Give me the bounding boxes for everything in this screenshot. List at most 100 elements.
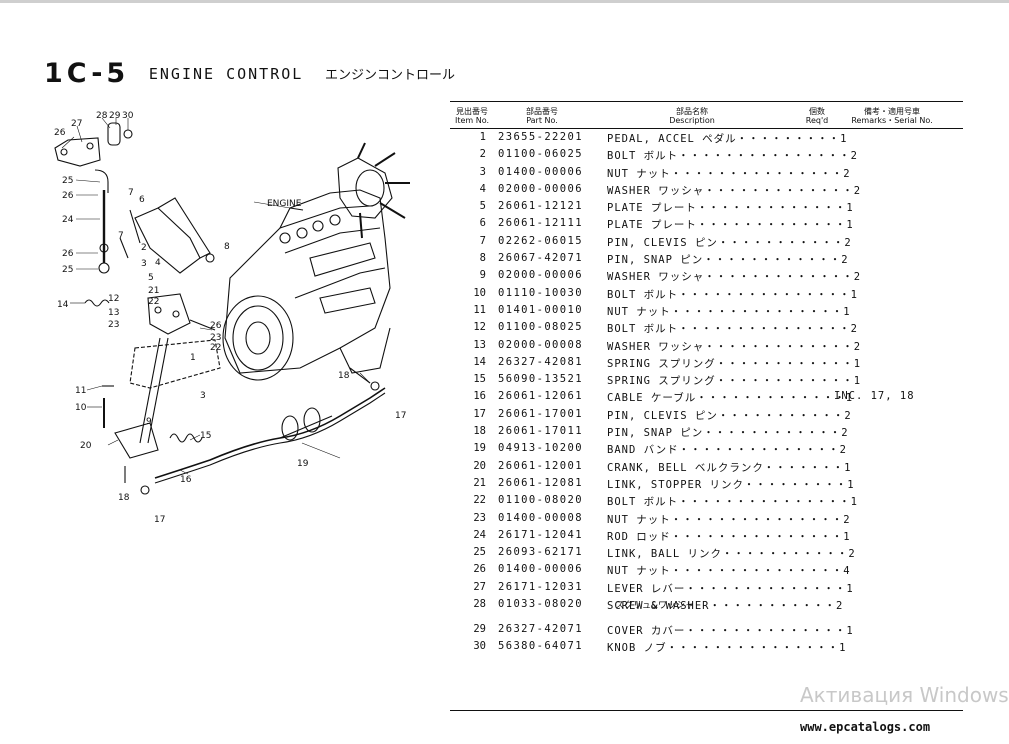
description: BOLT ボルト・・・・・・・・・・・・・・・1 bbox=[607, 288, 858, 301]
item-no: 15 bbox=[473, 373, 486, 386]
callout: 7 bbox=[118, 231, 124, 241]
callout: 29 bbox=[109, 111, 121, 121]
callout: 17 bbox=[154, 515, 165, 525]
remarks: INC. 17, 18 bbox=[834, 390, 915, 403]
item-no: 20 bbox=[473, 459, 486, 472]
item-no: 8 bbox=[479, 252, 486, 265]
header-item: 見出番号 Item No. bbox=[452, 107, 492, 125]
header-part: 部品番号 Part No. bbox=[512, 107, 572, 125]
callout: 10 bbox=[75, 403, 87, 413]
callout: 11 bbox=[75, 386, 86, 396]
callout: 27 bbox=[71, 119, 82, 129]
callout: 12 bbox=[108, 294, 119, 304]
description: PIN, CLEVIS ピン・・・・・・・・・・・2 bbox=[607, 236, 852, 249]
section-name-jp: エンジンコントロール bbox=[324, 68, 455, 83]
part-no: 26327-42071 bbox=[498, 623, 583, 636]
callout: 22 bbox=[148, 297, 159, 307]
item-no: 4 bbox=[479, 182, 486, 195]
callout: 25 bbox=[62, 265, 73, 275]
callout: 18 bbox=[118, 493, 130, 503]
item-no: 19 bbox=[473, 442, 486, 455]
callout: 3 bbox=[141, 259, 147, 269]
callout: 17 bbox=[395, 411, 406, 421]
description: CRANK, BELL ベルクランク・・・・・・・1 bbox=[607, 461, 852, 474]
callout: 14 bbox=[57, 300, 69, 310]
callout: 22 bbox=[210, 343, 221, 353]
part-no: 26067-42071 bbox=[498, 252, 583, 265]
item-no: 30 bbox=[473, 640, 486, 653]
description: PEDAL, ACCEL ペダル・・・・・・・・・1 bbox=[607, 133, 848, 145]
exploded-diagram: ENGINE 26 27 28 29 30 25 26 24 7 6 7 2 3… bbox=[54, 111, 410, 525]
part-no: 26061-12081 bbox=[498, 476, 583, 489]
description: SPRING スプリング・・・・・・・・・・・・1 bbox=[607, 375, 862, 388]
part-no: 02000-00008 bbox=[498, 338, 583, 351]
callout: 26 bbox=[62, 191, 74, 201]
item-no: 12 bbox=[473, 321, 486, 334]
activation-watermark: Активация Windows bbox=[800, 683, 1009, 707]
callout: 30 bbox=[122, 111, 134, 121]
callout: 3 bbox=[200, 391, 206, 401]
callout: 7 bbox=[128, 188, 134, 198]
description-sub: スクリュ&ワッシャ bbox=[615, 601, 695, 612]
item-no: 26 bbox=[473, 563, 486, 576]
header-item-en: Item No. bbox=[454, 116, 490, 125]
header-item-jp: 見出番号 bbox=[456, 107, 488, 116]
item-no: 22 bbox=[473, 494, 486, 507]
description: LEVER レバー・・・・・・・・・・・・・・1 bbox=[607, 582, 854, 595]
item-no: 21 bbox=[473, 476, 486, 489]
header-remarks-en: Remarks・Serial No. bbox=[851, 116, 933, 125]
engine-label: ENGINE bbox=[267, 199, 302, 209]
item-no: 10 bbox=[473, 286, 486, 299]
description: SPRING スプリング・・・・・・・・・・・・1 bbox=[607, 357, 862, 370]
item-no: 18 bbox=[473, 425, 486, 438]
part-no: 26327-42081 bbox=[498, 355, 583, 368]
item-no: 23 bbox=[473, 511, 486, 524]
website-link[interactable]: www.epcatalogs.com bbox=[800, 720, 931, 734]
callout: 16 bbox=[180, 475, 192, 485]
callout: 15 bbox=[200, 431, 211, 441]
item-no: 25 bbox=[473, 546, 486, 559]
header-req-jp: 個数 bbox=[809, 107, 825, 116]
header-req-en: Req'd bbox=[805, 116, 829, 125]
item-no: 24 bbox=[473, 528, 486, 541]
top-border bbox=[0, 0, 1009, 3]
header-req: 個数 Req'd bbox=[802, 107, 832, 125]
table-top-rule bbox=[450, 101, 963, 102]
part-no: 56380-64071 bbox=[498, 640, 583, 653]
item-no: 2 bbox=[479, 148, 486, 161]
callout: 25 bbox=[62, 176, 73, 186]
header-desc-en: Description bbox=[669, 116, 715, 125]
header-remarks: 備考・適用号車 Remarks・Serial No. bbox=[848, 107, 936, 125]
part-no: 01033-08020 bbox=[498, 598, 583, 611]
header-part-jp: 部品番号 bbox=[526, 107, 558, 116]
item-no: 9 bbox=[479, 269, 486, 282]
part-no: 26061-12111 bbox=[498, 217, 583, 230]
part-no: 26171-12031 bbox=[498, 580, 583, 593]
part-no: 26171-12041 bbox=[498, 528, 583, 541]
description: WASHER ワッシャ・・・・・・・・・・・・・2 bbox=[607, 340, 862, 353]
part-no: 02000-00006 bbox=[498, 269, 583, 282]
callout: 21 bbox=[148, 286, 159, 296]
callout: 26 bbox=[54, 128, 66, 138]
description: PIN, CLEVIS ピン・・・・・・・・・・・2 bbox=[607, 409, 852, 422]
callout: 20 bbox=[80, 441, 92, 451]
description: BOLT ボルト・・・・・・・・・・・・・・・2 bbox=[607, 150, 858, 163]
description: PIN, SNAP ピン・・・・・・・・・・・・2 bbox=[607, 254, 849, 267]
table-header-rule bbox=[450, 128, 963, 129]
description: BOLT ボルト・・・・・・・・・・・・・・・1 bbox=[607, 496, 858, 509]
